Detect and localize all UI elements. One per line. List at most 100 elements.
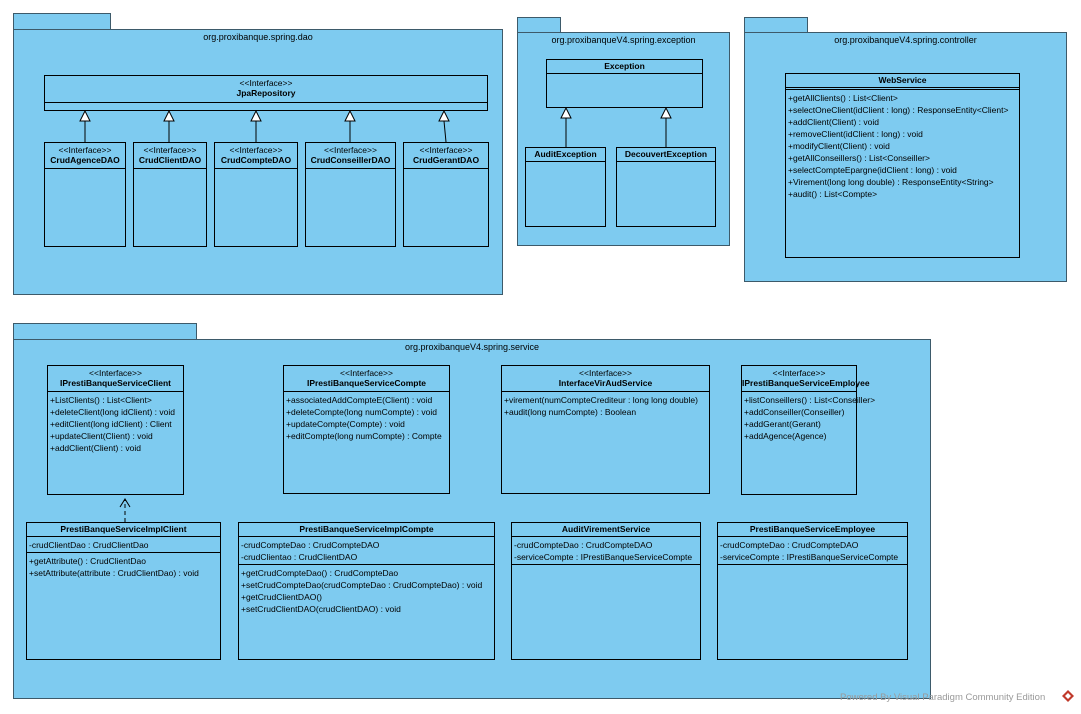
class-name: CrudCompteDAO: [220, 155, 292, 165]
class-name: JpaRepository: [236, 88, 296, 98]
attribute: -crudCompteDao : CrudCompteDAO: [241, 540, 380, 550]
class-auditvirementservice[interactable]: AuditVirementService -crudCompteDao : Cr…: [511, 522, 701, 660]
generalization-arrows-dao: [79, 109, 450, 143]
operation: +audit(long numCompte) : Boolean: [504, 407, 637, 417]
package-dao-title: org.proxibanque.spring.dao: [203, 32, 313, 42]
class-crudagencedao[interactable]: <<Interface>> CrudAgenceDAO: [44, 142, 126, 247]
class-name: CrudConseillerDAO: [310, 155, 391, 165]
attribute: -crudCompteDao : CrudCompteDAO: [720, 540, 859, 550]
operations-list: +listConseillers() : List<Conseiller> +a…: [742, 392, 875, 442]
package-tab-exception: [517, 17, 561, 33]
operations-list: +virement(numCompteCrediteur : long long…: [502, 392, 709, 418]
class-name: IPrestiBanqueServiceClient: [59, 378, 171, 388]
operation: +Virement(long long double) : ResponseEn…: [788, 177, 994, 187]
operation: +virement(numCompteCrediteur : long long…: [504, 395, 698, 405]
generalization-arrows-exception: [560, 106, 672, 147]
attribute: -crudClientao : CrudClientDAO: [241, 552, 358, 562]
operation: +updateCompte(Compte) : void: [286, 419, 405, 429]
operation: +editClient(long idClient) : Client: [50, 419, 172, 429]
attribute: -crudCompteDao : CrudCompteDAO: [514, 540, 653, 550]
generalization-arrowhead: [344, 109, 356, 122]
class-auditexception[interactable]: AuditException: [525, 147, 606, 227]
class-name: PrestiBanqueServiceImplCompte: [299, 524, 434, 534]
class-name: Exception: [604, 61, 645, 71]
attributes-list: -crudCompteDao : CrudCompteDAO -crudClie…: [239, 537, 494, 564]
realization-arrow: [119, 498, 131, 522]
package-controller-title: org.proxibanqueV4.spring.controller: [834, 35, 977, 45]
stereotype-label: <<Interface>>: [143, 145, 197, 155]
stereotype-label: <<Interface>>: [579, 368, 632, 378]
interface-iprestibanqueservicecompte[interactable]: <<Interface>> IPrestiBanqueServiceCompte…: [283, 365, 450, 494]
package-tab-dao: [13, 13, 111, 30]
operation: +editCompte(long numCompte) : Compte: [286, 431, 442, 441]
generalization-arrowhead: [250, 109, 262, 122]
class-exception[interactable]: Exception: [546, 59, 703, 108]
attribute: -crudClientDao : CrudClientDao: [29, 540, 149, 550]
package-service-title: org.proxibanqueV4.spring.service: [404, 342, 540, 352]
interface-iprestibanqueserviceemployee[interactable]: <<Interface>> IPrestiBanqueServiceEmploy…: [741, 365, 875, 495]
class-prestibanqueserviceimplcompte[interactable]: PrestiBanqueServiceImplCompte -crudCompt…: [238, 522, 495, 660]
operation: +audit() : List<Compte>: [788, 189, 878, 199]
class-crudgerantdao[interactable]: <<Interface>> CrudGerantDAO: [403, 142, 489, 247]
class-name: PrestiBanqueServiceImplClient: [60, 524, 187, 534]
operation: +addGerant(Gerant): [744, 419, 821, 429]
operation: +setAttribute(attribute : CrudClientDao)…: [29, 568, 199, 578]
stereotype-label: <<Interface>>: [324, 145, 377, 155]
operation: +deleteCompte(long numCompte) : void: [286, 407, 437, 417]
class-crudconseillerdao[interactable]: <<Interface>> CrudConseillerDAO: [305, 142, 396, 247]
interface-interfaceviraudservice[interactable]: <<Interface>> InterfaceVirAudService +vi…: [501, 365, 710, 494]
class-name: DecouvertException: [624, 149, 708, 159]
stereotype-label: <<Interface>>: [239, 78, 293, 88]
class-jparepository[interactable]: <<Interface>> JpaRepository: [44, 75, 488, 111]
attributes-list: -crudCompteDao : CrudCompteDAO -serviceC…: [718, 537, 907, 564]
class-name: PrestiBanqueServiceEmployee: [749, 524, 876, 534]
stereotype-label: <<Interface>>: [229, 145, 283, 155]
class-name: AuditException: [534, 149, 597, 159]
operation: +deleteClient(long idClient) : void: [50, 407, 175, 417]
class-decouvertexception[interactable]: DecouvertException: [616, 147, 716, 227]
attribute: -serviceCompte : IPrestiBanqueServiceCom…: [514, 552, 693, 562]
operations-list: +getAllClients() : List<Client> +selectO…: [786, 90, 1019, 200]
operations-list: +associatedAddCompteE(Client) : void +de…: [284, 392, 449, 442]
operation: +setCrudClientDAO(crudClientDAO) : void: [241, 604, 401, 614]
watermark-text: Powered By Visual Paradigm Community Edi…: [840, 692, 1046, 703]
generalization-arrowhead: [560, 106, 572, 119]
class-name: IPrestiBanqueServiceEmployee: [742, 378, 870, 388]
operation: +setCrudCompteDao(crudCompteDao : CrudCo…: [241, 580, 483, 590]
generalization-arrowhead: [79, 109, 91, 122]
class-name: CrudAgenceDAO: [50, 155, 120, 165]
class-name: CrudGerantDAO: [412, 155, 480, 165]
stereotype-label: <<Interface>>: [340, 368, 393, 378]
operation: +getAllConseillers() : List<Conseiller>: [788, 153, 930, 163]
package-exception-title: org.proxibanqueV4.spring.exception: [551, 35, 696, 45]
operation: +getCrudCompteDao() : CrudCompteDao: [241, 568, 399, 578]
class-crudclientdao[interactable]: <<Interface>> CrudClientDAO: [133, 142, 207, 247]
stereotype-label: <<Interface>>: [58, 145, 112, 155]
attributes-list: -crudCompteDao : CrudCompteDAO -serviceC…: [512, 537, 700, 564]
operation: +selectOneClient(idClient : long) : Resp…: [788, 105, 1009, 115]
operation: +addAgence(Agence): [744, 431, 827, 441]
generalization-arrowhead: [163, 109, 175, 122]
class-crudcomptedao[interactable]: <<Interface>> CrudCompteDAO: [214, 142, 298, 247]
operation: +updateClient(Client) : void: [50, 431, 153, 441]
class-name: WebService: [878, 75, 927, 85]
operation: +addClient(Client) : void: [50, 443, 141, 453]
stereotype-label: <<Interface>>: [419, 145, 473, 155]
operation: +getAllClients() : List<Client>: [788, 93, 898, 103]
class-name: IPrestiBanqueServiceCompte: [306, 378, 427, 388]
generalization-arrowhead: [660, 106, 672, 119]
attributes-list: -crudClientDao : CrudClientDao: [27, 537, 220, 552]
stereotype-label: <<Interface>>: [772, 368, 826, 378]
class-prestibanqueserviceimplclient[interactable]: PrestiBanqueServiceImplClient -crudClien…: [26, 522, 221, 660]
operation: +associatedAddCompteE(Client) : void: [286, 395, 433, 405]
operation: +getCrudClientDAO(): [241, 592, 323, 602]
class-name: CrudClientDAO: [138, 155, 202, 165]
package-tab-controller: [744, 17, 808, 33]
operation: +addClient(Client) : void: [788, 117, 879, 127]
operation: +addConseiller(Conseiller): [744, 407, 845, 417]
class-prestibanqueserviceemployee[interactable]: PrestiBanqueServiceEmployee -crudCompteD…: [717, 522, 908, 660]
class-webservice[interactable]: WebService +getAllClients() : List<Clien…: [785, 73, 1020, 258]
attribute: -serviceCompte : IPrestiBanqueServiceCom…: [720, 552, 899, 562]
interface-iprestibanqueserviceclient[interactable]: <<Interface>> IPrestiBanqueServiceClient…: [47, 365, 184, 495]
